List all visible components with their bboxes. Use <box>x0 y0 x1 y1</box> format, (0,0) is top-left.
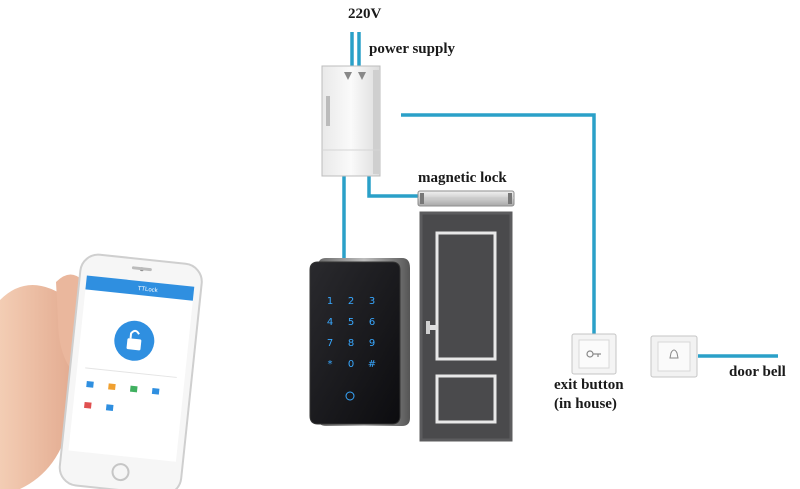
keypad-key: 9 <box>369 338 375 349</box>
phone-speaker <box>131 266 152 272</box>
keypad-key: 2 <box>348 296 354 307</box>
power-supply-label: power supply <box>369 41 456 57</box>
app-menu-icons <box>84 381 160 411</box>
door-lower-panel <box>435 374 497 424</box>
magnetic-lock-label: magnetic lock <box>418 170 507 186</box>
door-bell-label: door bell <box>729 364 786 380</box>
exit-button-label-line1: exit button <box>554 377 624 393</box>
bell-icon <box>669 349 679 359</box>
keypad-key: 1 <box>327 296 333 307</box>
key-icon <box>586 350 601 358</box>
keypad-key: # <box>368 359 376 370</box>
exit-button-label-line2: (in house) <box>554 396 617 412</box>
keypad-key: 0 <box>348 359 354 370</box>
keypad-keys: 1 2 3 4 5 6 7 8 9 * 0 # <box>327 296 376 370</box>
padlock-icon <box>126 329 142 351</box>
exit-button-device <box>571 333 617 375</box>
magnetic-lock-device <box>417 190 515 207</box>
voltage-label: 220V <box>348 6 382 22</box>
home-button <box>111 463 130 482</box>
exit-button-label: exit button (in house) <box>554 376 624 414</box>
door <box>419 211 513 442</box>
smartphone <box>58 253 203 489</box>
wiring <box>342 32 778 358</box>
wire-to-magnetic-lock <box>367 175 418 198</box>
keypad-key: 7 <box>327 338 333 349</box>
keypad-card-icon <box>345 391 355 401</box>
keypad-key: 6 <box>369 317 375 328</box>
keypad-key: 8 <box>348 338 354 349</box>
keypad-key: 5 <box>348 317 354 328</box>
door-upper-panel <box>435 231 497 361</box>
wire-to-exit-button <box>401 113 596 334</box>
door-bell-device <box>650 335 698 378</box>
keypad-key: * <box>328 359 333 370</box>
keypad-key: 3 <box>369 296 375 307</box>
keypad-key: 4 <box>327 317 333 328</box>
app-header <box>85 275 195 301</box>
power-supply-unit <box>321 65 381 177</box>
keypad-reader: 1 2 3 4 5 6 7 8 9 * 0 # <box>309 258 410 426</box>
